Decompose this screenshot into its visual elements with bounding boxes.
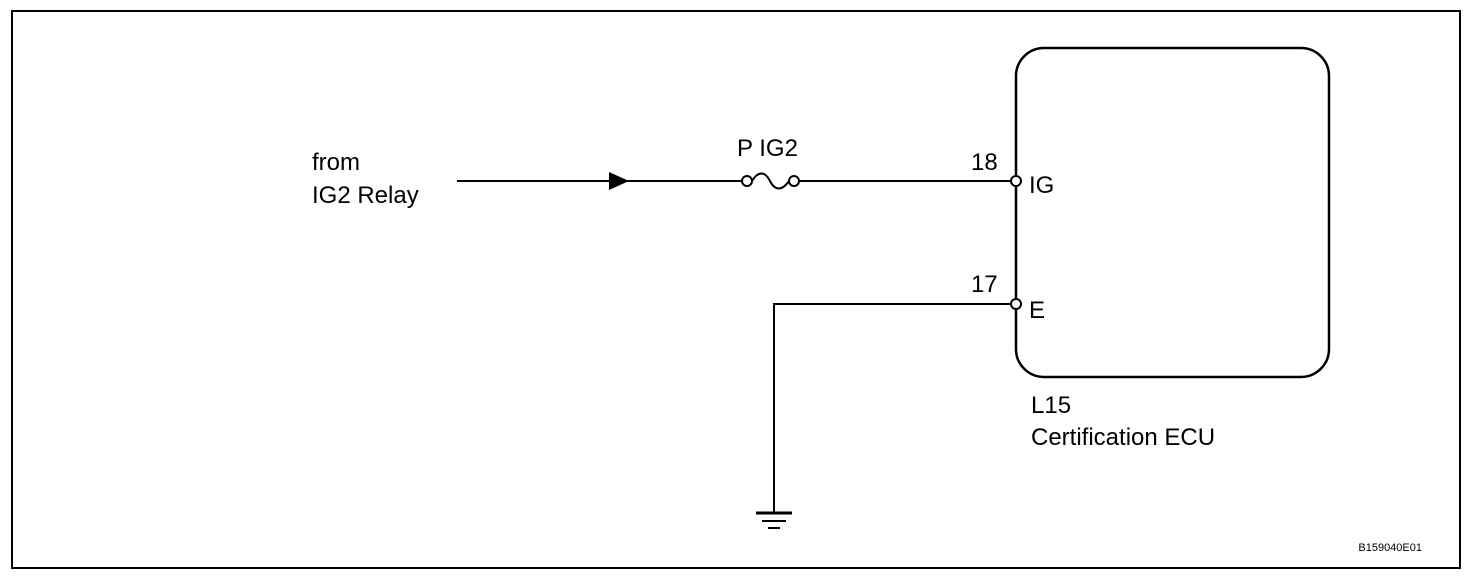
ecu-name-label: Certification ECU: [1031, 424, 1215, 451]
pin-18-number: 18: [971, 149, 998, 176]
diagram-frame: [11, 10, 1461, 569]
pin-ig-label: IG: [1029, 172, 1054, 199]
ecu-code-label: L15: [1031, 392, 1071, 419]
pin-e-terminal: [1010, 298, 1022, 310]
fuse-terminal-left: [741, 175, 753, 187]
ground-icon: [756, 511, 792, 529]
fuse-label: P IG2: [737, 135, 798, 162]
arrow-icon: [609, 172, 629, 190]
wire-to-ground: [773, 303, 1011, 512]
fuse-icon: [751, 172, 790, 190]
pin-17-number: 17: [971, 271, 998, 298]
source-label-line2: IG2 Relay: [312, 182, 419, 209]
figure-id: B159040E01: [1358, 542, 1422, 554]
pin-e-label: E: [1029, 297, 1045, 324]
ecu-box: [1014, 46, 1331, 379]
pin-ig-terminal: [1010, 175, 1022, 187]
fuse-terminal-right: [788, 175, 800, 187]
source-label-line1: from: [312, 149, 360, 176]
